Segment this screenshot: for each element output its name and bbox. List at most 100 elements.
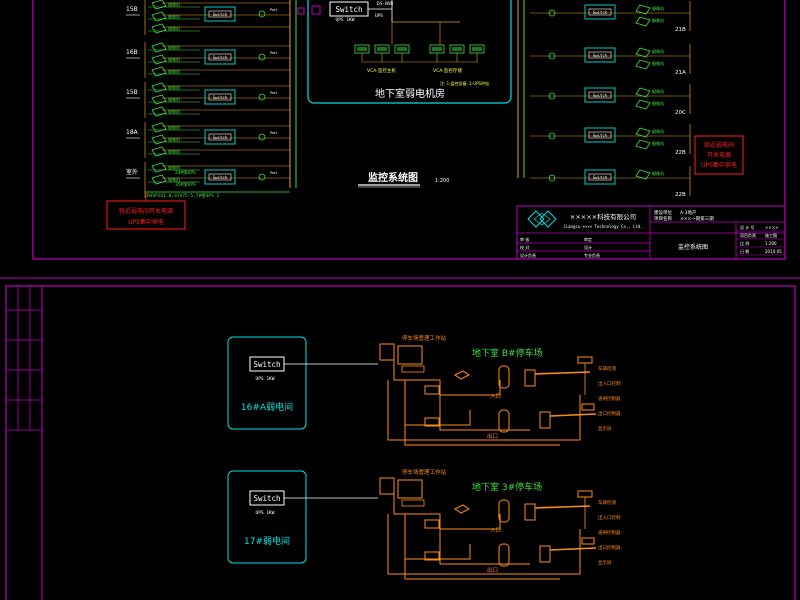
entry-label: 入口 [490, 393, 501, 400]
camera-icon [151, 0, 167, 10]
floor-switch [584, 169, 616, 185]
camera-icon [635, 127, 651, 138]
rack-unit-face [377, 47, 387, 51]
junction-node [258, 93, 266, 101]
barrier-arm-icon [534, 505, 591, 509]
drawing-title-scale: 1:200 [435, 178, 449, 184]
title-block-row-value: 施工图 [765, 232, 777, 238]
rack-unit-face [397, 47, 407, 51]
ticket-machine-icon [498, 499, 510, 523]
center-switch-label: Switch [335, 5, 362, 14]
floor-switch [204, 89, 236, 105]
junction-node [258, 173, 266, 181]
lpr-camera-icon [454, 370, 470, 380]
floor-switch-inner [588, 173, 612, 181]
right-power-note-box [694, 135, 744, 175]
floor-label: 室外 [126, 168, 138, 176]
rack-right-label: VCA-监控存储 [433, 67, 462, 74]
floor-label: 18A [126, 129, 139, 136]
barrier-gate-icon [524, 503, 536, 521]
floor-switch-label: Switch [213, 135, 228, 140]
floor-switch-label: Switch [593, 133, 608, 138]
center-port-b [297, 7, 305, 15]
signature-label: 专业负责 [584, 252, 600, 258]
camera-icon [635, 87, 651, 98]
floor-switch-inner [588, 8, 612, 16]
floor-switch-label: Switch [593, 93, 608, 98]
floor-label: 21B [675, 27, 686, 33]
floor-switch-label: Switch [593, 53, 608, 58]
center-switch-sub: UPS 1KW [336, 17, 355, 23]
room-switch-label: Switch [253, 360, 280, 369]
camera-icon [151, 11, 167, 22]
camera-label: 摄像机 [168, 1, 180, 7]
control-cable [404, 425, 560, 446]
rack-bays [354, 22, 485, 63]
control-cable [387, 380, 581, 441]
side-label: 出入口控制 [598, 514, 621, 521]
camera-icon [151, 122, 167, 133]
side-label: 道闸控制器 [598, 395, 621, 402]
keyboard-icon [401, 365, 425, 373]
junction-node [548, 9, 556, 17]
camera-label: 摄像机 [652, 128, 664, 134]
floor-switch-label: Switch [593, 10, 608, 15]
top-sheet: 15B摄像机摄像机摄像机SwitchPort16B摄像机摄像机摄像机Switch… [32, 0, 786, 260]
camera-label: 摄像机 [168, 176, 180, 182]
signature-label: 设计 [584, 244, 592, 250]
camera-icon [151, 174, 167, 185]
workstation-label: 停车场管理工作站 [402, 468, 447, 476]
camera-icon [635, 47, 651, 58]
camera-icon [151, 66, 167, 77]
computer-tower-icon [379, 477, 395, 495]
name-value: ×××一期第三期 [680, 215, 714, 222]
floor-switch [584, 87, 616, 103]
floor-switch [584, 4, 616, 20]
title-block: ×××××科技有限公司 Jiangsu ×××× Technology Co.,… [516, 205, 786, 260]
floor-label: 21A [675, 70, 686, 76]
floor-switch [584, 127, 616, 143]
floor-switch-label: Switch [213, 55, 228, 60]
exit-label: 出口 [487, 432, 498, 440]
floor-label: 22B [675, 150, 686, 156]
control-cable [393, 494, 501, 530]
left-power-note-line2: UPS集中供电 [128, 218, 164, 226]
port-label: Port [270, 91, 278, 95]
floor-label: 20C [675, 110, 686, 116]
floor-switch-inner [588, 131, 612, 139]
camera-label: 摄像机 [168, 108, 180, 114]
camera-label: 摄像机 [168, 136, 180, 142]
title-block-row-value: 2014-05 [765, 249, 782, 254]
junction-node [258, 10, 266, 18]
floor-switch-inner [208, 93, 232, 101]
camera-icon [151, 42, 167, 53]
controller-icon [424, 551, 440, 561]
exit-barrier-gate-icon [539, 545, 551, 563]
barrier-arm-stripe [541, 505, 591, 508]
camera-icon [151, 162, 167, 173]
side-label: 道闸控制器 [598, 529, 621, 536]
name-label: 项目名称 [654, 215, 672, 222]
junction-node [548, 132, 556, 140]
camera-icon [151, 146, 167, 157]
floor-switch [584, 47, 616, 63]
rack-unit-face [357, 47, 367, 51]
signature-label: 校 对 [520, 244, 529, 250]
camera-icon [635, 59, 651, 70]
junction-node [548, 174, 556, 182]
project-value: A-3地产 [680, 209, 697, 216]
floor-switch-label: Switch [213, 95, 228, 100]
floor-switch [204, 129, 236, 145]
camera-label: 摄像机 [652, 100, 664, 106]
signature-label: 审定 [584, 236, 592, 242]
barrier-arm-icon [534, 371, 591, 375]
exit-display-icon [581, 537, 595, 545]
ups-label: UPS [375, 13, 383, 19]
